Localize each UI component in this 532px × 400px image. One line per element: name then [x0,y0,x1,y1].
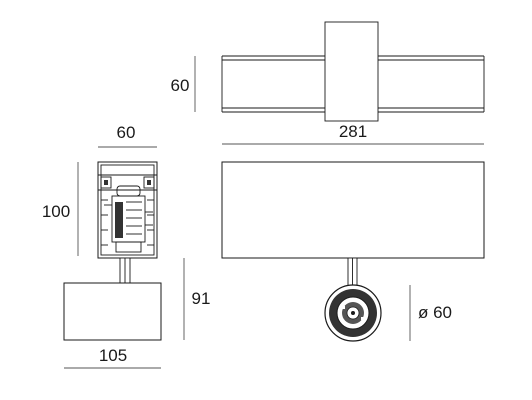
front-view: ø 60 [221,161,485,342]
lamp-head-front [324,284,382,342]
dim-track-height: 60 [171,76,190,95]
adapter-mechanism [104,185,153,253]
top-view: 60 281 [171,21,485,145]
dim-adapter-width: 60 [117,123,136,142]
side-view: 60 100 [42,123,211,369]
dim-head-diameter: ø 60 [418,303,452,322]
head-body-side [63,282,162,341]
track-front-body [221,161,485,259]
dim-track-length: 281 [339,122,367,141]
dim-adapter-height: 100 [42,202,70,221]
dim-head-height: 91 [192,289,211,308]
dim-head-width: 105 [99,346,127,365]
adapter-block-top [324,21,379,122]
